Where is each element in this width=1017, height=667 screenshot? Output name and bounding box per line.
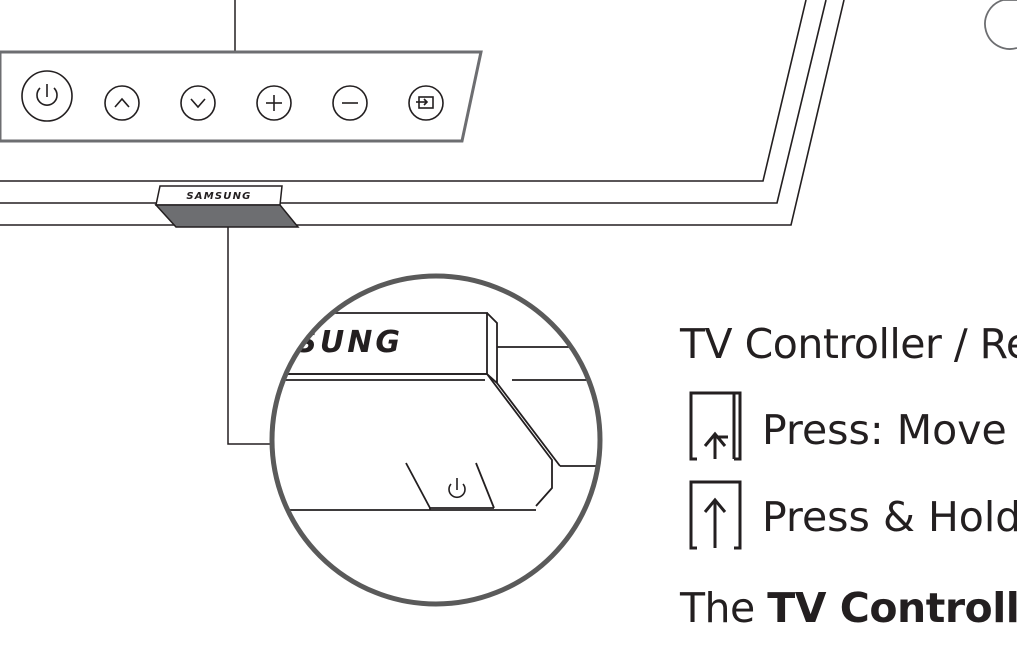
press-move-icon (689, 391, 742, 461)
press-hold-icon (689, 480, 742, 550)
chevron-down-icon (180, 85, 216, 121)
plus-icon (256, 85, 292, 121)
samsung-logo-block: SAMSUNG (154, 185, 300, 228)
body-text-bold: TV Controller (767, 584, 1017, 632)
remote-edge (984, 0, 1017, 50)
body-text-prefix: The (680, 584, 768, 632)
press-hold-label: Press & Hold: (762, 493, 1017, 541)
zoom-detail: SUNG (269, 273, 603, 607)
source-icon (408, 85, 444, 121)
minus-icon (332, 85, 368, 121)
section-heading: TV Controller / Re (680, 320, 1017, 368)
chevron-up-icon (104, 85, 140, 121)
power-icon (21, 70, 73, 122)
body-text: The TV Controller (680, 588, 1017, 629)
samsung-logo-small: SAMSUNG (186, 191, 251, 202)
joystick-power-icon (448, 478, 466, 499)
button-panel (0, 50, 483, 143)
press-move-label: Press: Move (762, 406, 1007, 454)
connector-lines (227, 0, 272, 445)
